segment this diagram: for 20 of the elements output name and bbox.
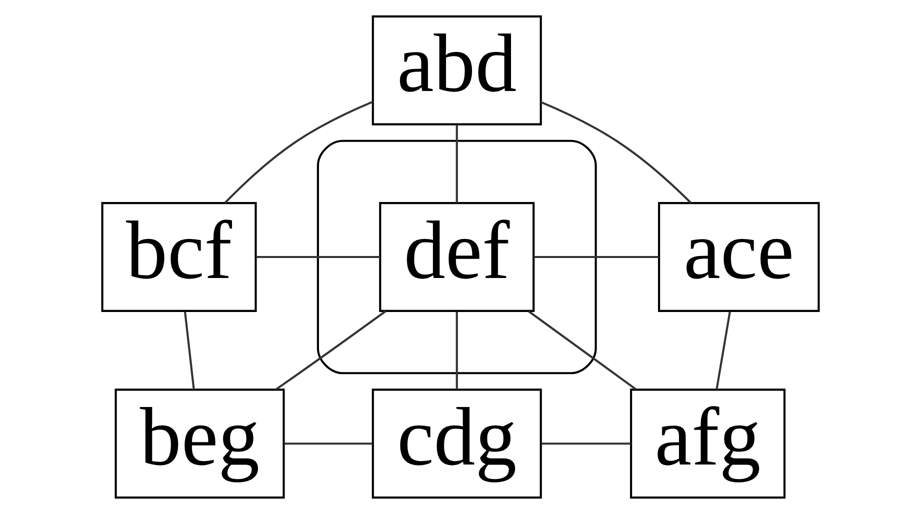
connector xyxy=(541,442,631,445)
connector xyxy=(275,310,386,390)
connector xyxy=(456,125,458,203)
node-box: bcf xyxy=(101,202,257,312)
connector xyxy=(528,310,636,390)
node-box: beg xyxy=(114,388,285,499)
connector xyxy=(456,312,458,390)
connector xyxy=(534,256,659,258)
connector xyxy=(256,256,380,258)
node-box: afg xyxy=(630,388,786,499)
node-box: cdg xyxy=(372,388,542,499)
connector xyxy=(716,312,731,390)
node-box: def xyxy=(379,202,535,312)
connector xyxy=(540,101,692,204)
connector xyxy=(224,100,374,204)
node-box: abd xyxy=(372,15,542,126)
connector xyxy=(284,442,373,445)
connector xyxy=(184,312,195,390)
node-box: ace xyxy=(658,202,820,312)
cluster xyxy=(316,140,597,374)
